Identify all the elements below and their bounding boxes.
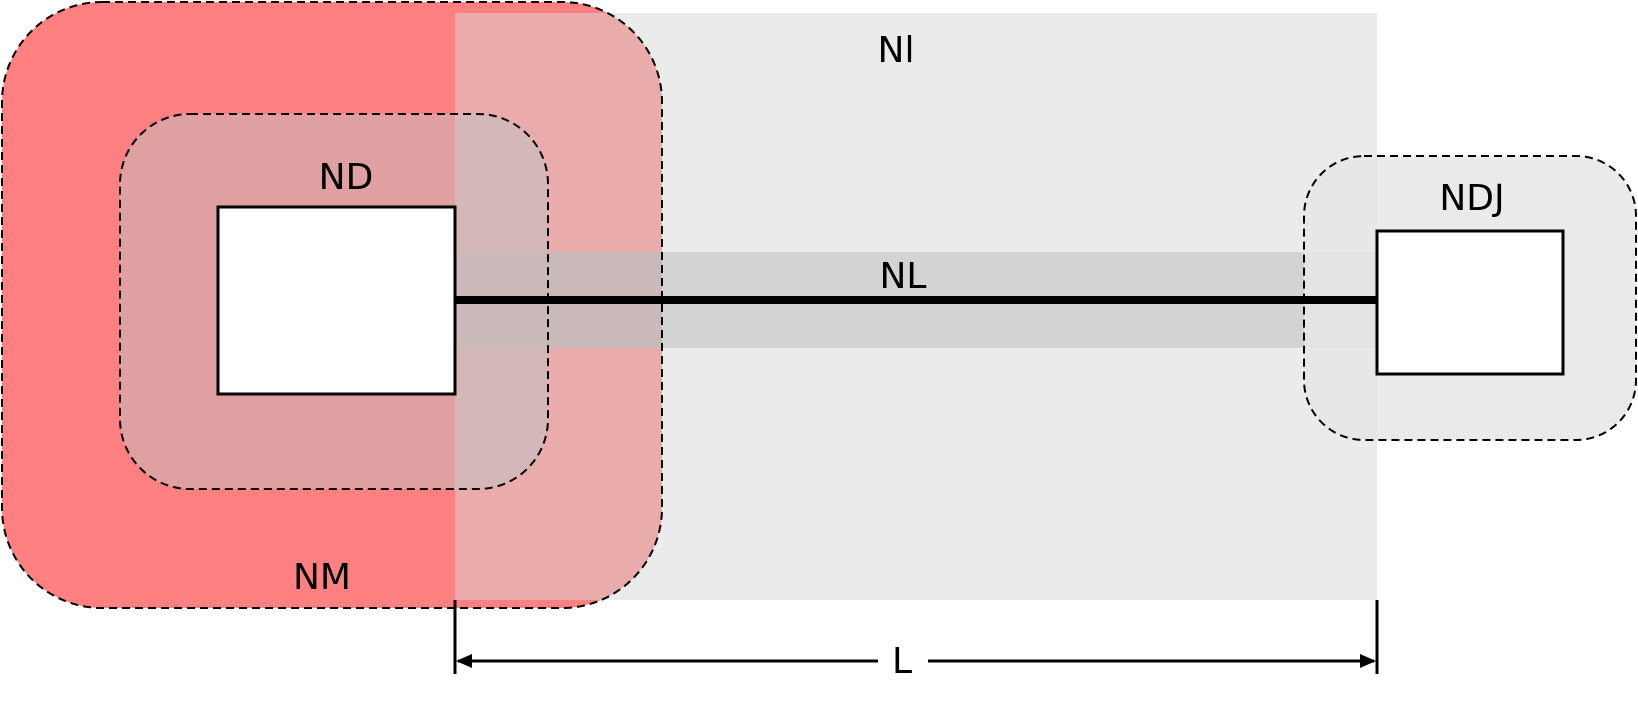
nl-link-label: NL — [880, 256, 927, 297]
left-node — [216, 205, 457, 396]
dimension-arrow-left — [456, 654, 472, 668]
nm-region-outline — [1, 1, 663, 609]
nl-wide-label: Nl — [878, 30, 915, 71]
dimension-arrow-right — [1360, 654, 1376, 668]
right-node — [1375, 229, 1565, 376]
nd-label: ND — [319, 157, 374, 198]
nm-label: NM — [293, 557, 351, 598]
ndj-label: NDJ — [1439, 178, 1504, 219]
nd-region-outline — [119, 113, 549, 490]
length-label: L — [892, 641, 912, 682]
